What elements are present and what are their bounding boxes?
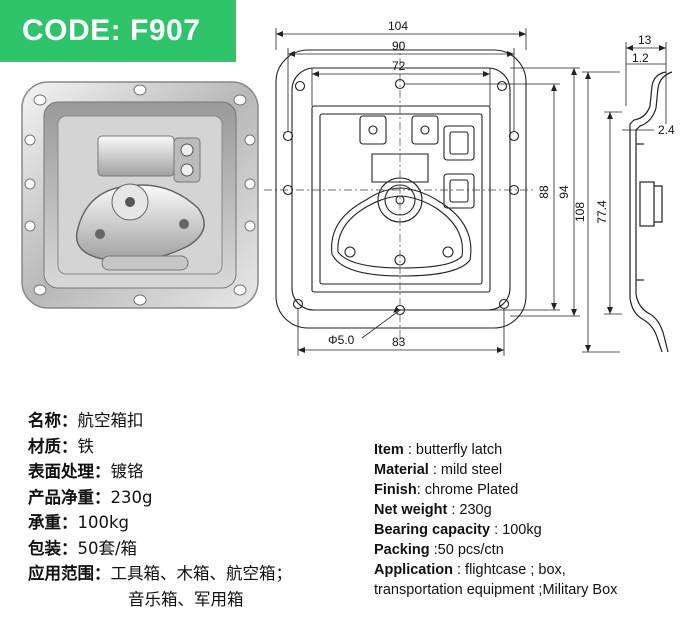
cn-spec-row: 包装：50套/箱 [28,536,292,562]
cn-spec-row: 材质：铁 [28,434,292,460]
en-spec-row: Item : butterfly latch [374,440,617,460]
drawing-outer-plate [275,49,527,329]
product-photo [21,81,259,309]
en-spec-row: Finish: chrome Plated [374,480,617,500]
cn-spec-label: 产品净重： [28,487,111,507]
cn-spec-label: 名称： [28,411,78,430]
cn-spec-value: 镀铬 [110,462,144,481]
en-spec-value: : chrome Plated [416,482,519,498]
en-spec-list: Item : butterfly latch Material : mild s… [374,440,617,600]
technical-drawing: 104 90 72 83 Φ5.0 88 94 108 77.4 13 1.2 … [264,19,675,356]
cn-spec-row: 名称：航空箱扣 [28,408,292,434]
product-code-badge: CODE: F907 [0,0,236,62]
drawing-butterfly-handle [331,187,472,277]
en-spec-value: : 100kg [490,522,542,538]
cn-spec-label: 包装： [28,538,78,558]
en-spec-label: Net weight [374,502,448,518]
en-spec-row: Net weight : 230g [374,500,617,520]
dim-77-4: 77.4 [595,200,609,224]
en-spec-row: Packing :50 pcs/ctn [374,540,617,560]
dim-94: 94 [557,185,571,199]
cn-spec-value: 航空箱扣 [77,411,144,430]
dim-83: 83 [392,335,406,349]
cn-spec-value: 100kg [77,513,130,532]
cn-spec-value: 铁 [77,436,95,456]
dim-72: 72 [392,59,406,73]
dim-88: 88 [537,185,551,199]
dim-13: 13 [638,33,652,47]
cn-spec-label: 表面处理： [28,462,111,481]
en-spec-value: : 230g [447,502,492,518]
cn-spec-label: 材质： [28,436,78,456]
en-spec-label: Item [374,442,404,458]
dim-2-4: 2.4 [658,123,675,137]
en-spec-row: Material : mild steel [374,460,617,480]
cn-spec-value: 50套/箱 [77,538,138,558]
en-spec-label: Finish [374,482,417,498]
cn-spec-row: 产品净重：230g [28,485,292,511]
dim-phi: Φ5.0 [328,333,355,347]
en-spec-value: :50 pcs/ctn [429,542,504,558]
en-spec-value: : mild steel [428,462,503,478]
cn-spec-row: 表面处理：镀铬 [28,459,292,485]
dim-1-2: 1.2 [632,51,649,65]
en-spec-label: Bearing capacity [374,522,491,538]
en-application-continuation: transportation equipment ;Military Box [374,582,618,598]
cn-application-continuation: 音乐箱、军用箱 [128,589,244,609]
cn-spec-value: 工具箱、木箱、航空箱； [110,564,293,583]
en-spec-label: Packing [374,542,430,558]
en-spec-value: : flightcase ; box, [452,562,566,578]
en-spec-value: : butterfly latch [403,442,503,458]
cn-spec-label: 应用范围： [28,564,111,583]
cn-spec-row: 应用范围：工具箱、木箱、航空箱； [28,561,292,587]
en-spec-label: Material [374,462,429,478]
en-spec-row: Bearing capacity : 100kg [374,520,617,540]
cn-spec-label: 承重： [28,513,78,532]
cn-spec-list: 名称：航空箱扣 材质：铁 表面处理：镀铬 产品净重：230g 承重：100kg … [28,408,292,612]
dim-104: 104 [388,19,408,33]
en-spec-row: Application : flightcase ; box, [374,560,617,580]
cn-spec-value: 230g [110,487,153,507]
dim-90: 90 [392,39,406,53]
en-spec-label: Application [374,562,453,578]
cn-spec-row: 承重：100kg [28,510,292,536]
drawing-side-profile [629,71,667,353]
dim-108: 108 [573,202,587,222]
